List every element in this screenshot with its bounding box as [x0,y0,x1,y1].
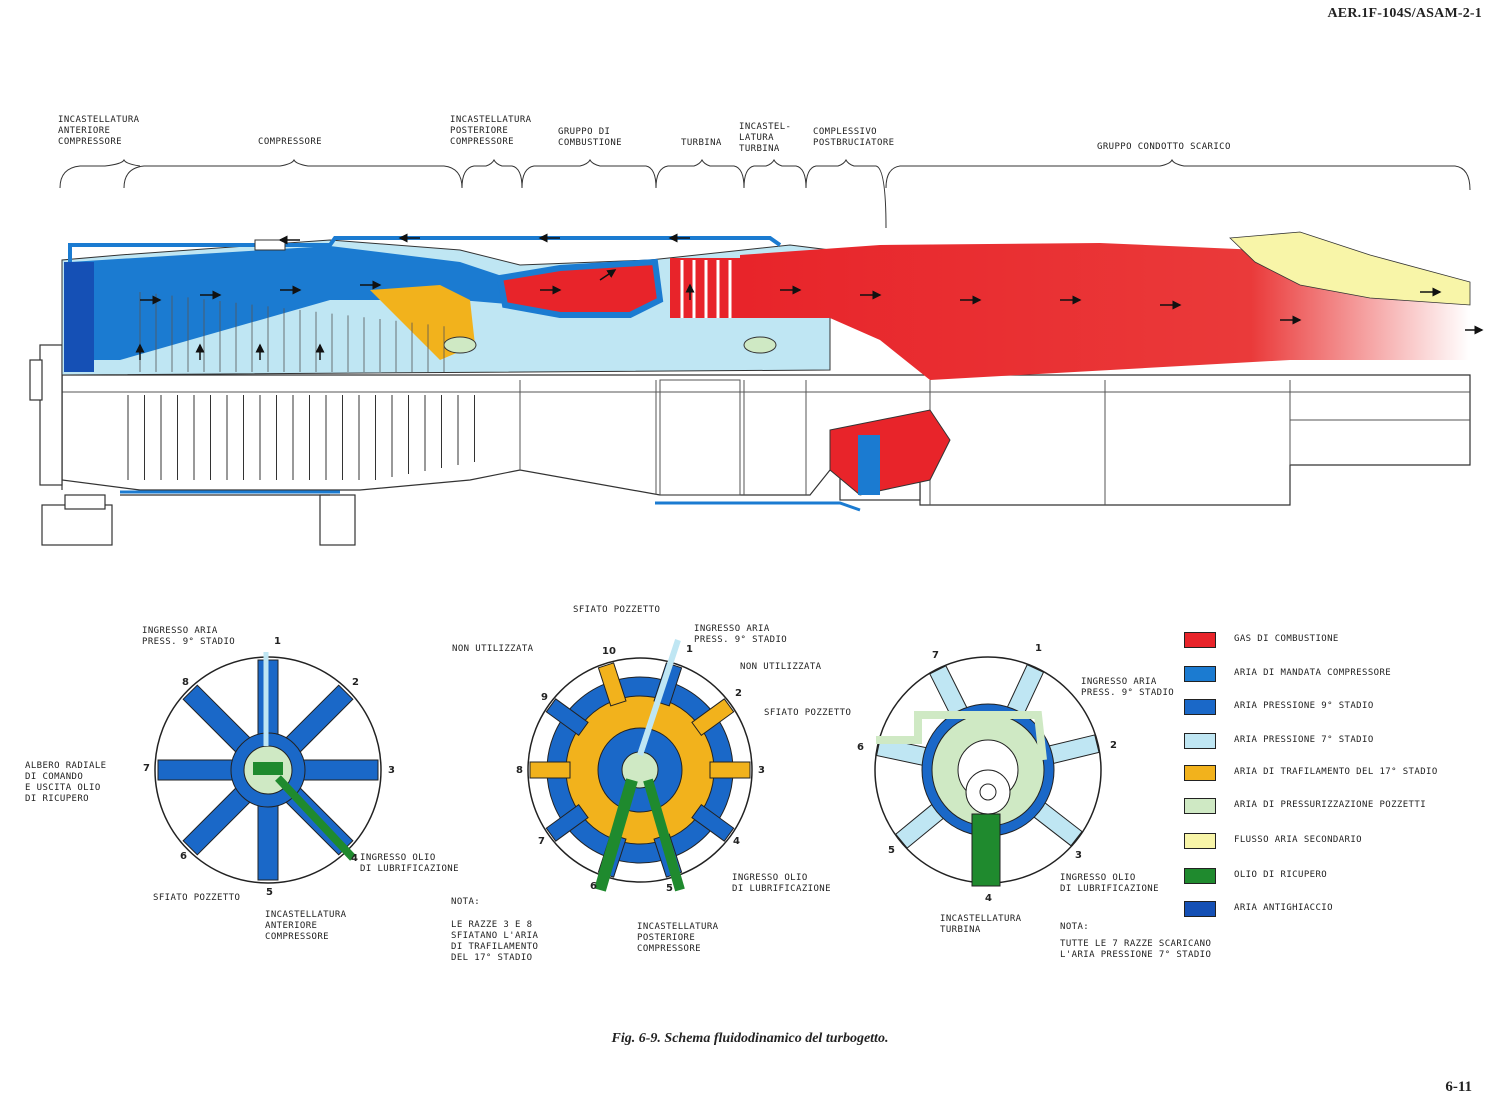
middle-spoke-2: 2 [735,688,742,699]
legend-swatch [1184,699,1216,715]
legend-swatch [1184,733,1216,749]
right-spoke-7: 7 [932,650,939,661]
right-spoke-3: 3 [1075,850,1082,861]
middle-note-text: LE RAZZE 3 E 8 SFIATANO L'ARIA DI TRAFIL… [451,920,539,963]
right-label-vent: SFIATO POZZETTO [764,708,852,718]
section-label-compressor: COMPRESSORE [258,137,323,147]
middle-label-vent: SFIATO POZZETTO [573,605,661,615]
middle-spoke-5: 5 [666,883,673,894]
front-inlet-frame [29,344,63,486]
legend-item-sump: ARIA DI PRESSURIZZAZIONE POZZETTI [1184,796,1484,816]
right-spoke-1: 1 [1035,643,1042,654]
section-braces [59,158,1471,229]
middle-spoke-7: 7 [538,836,545,847]
middle-spoke-9: 9 [541,692,548,703]
middle-spoke-6: 6 [590,881,597,892]
middle-label-oil: INGRESSO OLIO DI LUBRIFICAZIONE [732,873,831,894]
legend-label: OLIO DI RICUPERO [1234,870,1328,880]
middle-note-title: NOTA: [451,897,481,907]
section-label-exhaust: GRUPPO CONDOTTO SCARICO [1097,142,1231,152]
middle-spoke-4: 4 [733,836,740,847]
document-header: AER.1F-104S/ASAM-2-1 [1327,6,1482,21]
middle-label-unused-left: NON UTILIZZATA [452,644,534,654]
legend-item-antiice: ARIA ANTIGHIACCIO [1184,899,1484,919]
legend-swatch [1184,666,1216,682]
front-spoke-6: 6 [180,851,187,862]
page-number: 6-11 [1445,1079,1472,1095]
legend-swatch [1184,901,1216,917]
legend-swatch [1184,833,1216,849]
compressor-blades-lower [127,395,475,480]
section-label-rear-frame: INCASTELLATURA POSTERIORE COMPRESSORE [450,115,532,147]
legend-item-stage9: ARIA PRESSIONE 9° STADIO [1184,697,1484,717]
section-label-turbine-frame: INCASTEL- LATURA TURBINA [739,122,792,154]
section-label-afterburner: COMPLESSIVO POSTBRUCIATORE [813,127,895,148]
legend-swatch [1184,765,1216,781]
front-label-shaft: ALBERO RADIALE DI COMANDO E USCITA OLIO … [25,761,107,804]
front-spoke-1: 1 [274,636,281,647]
legend-item-discharge: ARIA DI MANDATA COMPRESSORE [1184,664,1484,684]
legend-label: ARIA DI TRAFILAMENTO DEL 17° STADIO [1234,767,1438,777]
flow-arrows [135,233,1484,360]
figure-caption: Fig. 6-9. Schema fluidodinamico del turb… [611,1031,889,1046]
right-note-title: NOTA: [1060,922,1090,932]
legend-item-combustion: GAS DI COMBUSTIONE [1184,630,1484,650]
right-label-oil: INGRESSO OLIO DI LUBRIFICAZIONE [1060,873,1159,894]
legend-item-leak17: ARIA DI TRAFILAMENTO DEL 17° STADIO [1184,763,1484,783]
front-spoke-3: 3 [388,765,395,776]
legend-item-secondary: FLUSSO ARIA SECONDARIO [1184,831,1484,851]
front-label-frame: INCASTELLATURA ANTERIORE COMPRESSORE [265,910,347,942]
legend-label: ARIA PRESSIONE 9° STADIO [1234,701,1374,711]
legend-label: ARIA ANTIGHIACCIO [1234,903,1333,913]
flow-region-upper [61,231,1471,512]
right-spoke-2: 2 [1110,740,1117,751]
front-spoke-8: 8 [182,677,189,688]
right-spoke-4: 4 [985,893,992,904]
front-spoke-4: 4 [351,853,358,864]
legend-label: ARIA DI MANDATA COMPRESSORE [1234,668,1392,678]
legend-swatch [1184,798,1216,814]
legend-label: FLUSSO ARIA SECONDARIO [1234,835,1363,845]
front-spoke-2: 2 [352,677,359,688]
right-note-text: TUTTE LE 7 RAZZE SCARICANO L'ARIA PRESSI… [1060,939,1212,960]
section-label-front-frame: INCASTELLATURA ANTERIORE COMPRESSORE [58,115,140,147]
compressor-blades-upper [139,292,445,372]
middle-label-inlet: INGRESSO ARIA PRESS. 9° STADIO [694,624,788,645]
middle-label-unused-right: NON UTILIZZATA [740,662,822,672]
right-spoke-6: 6 [857,742,864,753]
legend-swatch [1184,632,1216,648]
middle-spoke-8: 8 [516,765,523,776]
right-label-frame: INCASTELLATURA TURBINA [940,914,1022,935]
legend-label: ARIA DI PRESSURIZZAZIONE POZZETTI [1234,800,1427,810]
legend-label: ARIA PRESSIONE 7° STADIO [1234,735,1374,745]
engine-casing-lower [61,374,1471,506]
front-label-vent: SFIATO POZZETTO [153,893,241,903]
legend-item-oil: OLIO DI RICUPERO [1184,866,1484,886]
right-spoke-5: 5 [888,845,895,856]
legend-item-stage7: ARIA PRESSIONE 7° STADIO [1184,731,1484,751]
legend-label: GAS DI COMBUSTIONE [1234,634,1339,644]
front-spoke-7: 7 [143,763,150,774]
middle-spoke-3: 3 [758,765,765,776]
casing-panel-lines [62,379,1470,505]
front-label-inlet: INGRESSO ARIA PRESS. 9° STADIO [142,626,236,647]
front-label-oil: INGRESSO OLIO DI LUBRIFICAZIONE [360,853,459,874]
legend-swatch [1184,868,1216,884]
front-spoke-5: 5 [266,887,273,898]
section-label-combustion: GRUPPO DI COMBUSTIONE [558,127,623,148]
section-label-turbine: TURBINA [681,138,722,148]
middle-label-frame: INCASTELLATURA POSTERIORE COMPRESSORE [637,922,719,954]
middle-spoke-1: 1 [686,644,693,655]
right-label-inlet: INGRESSO ARIA PRESS. 9° STADIO [1081,677,1175,698]
middle-spoke-10: 10 [602,646,616,657]
